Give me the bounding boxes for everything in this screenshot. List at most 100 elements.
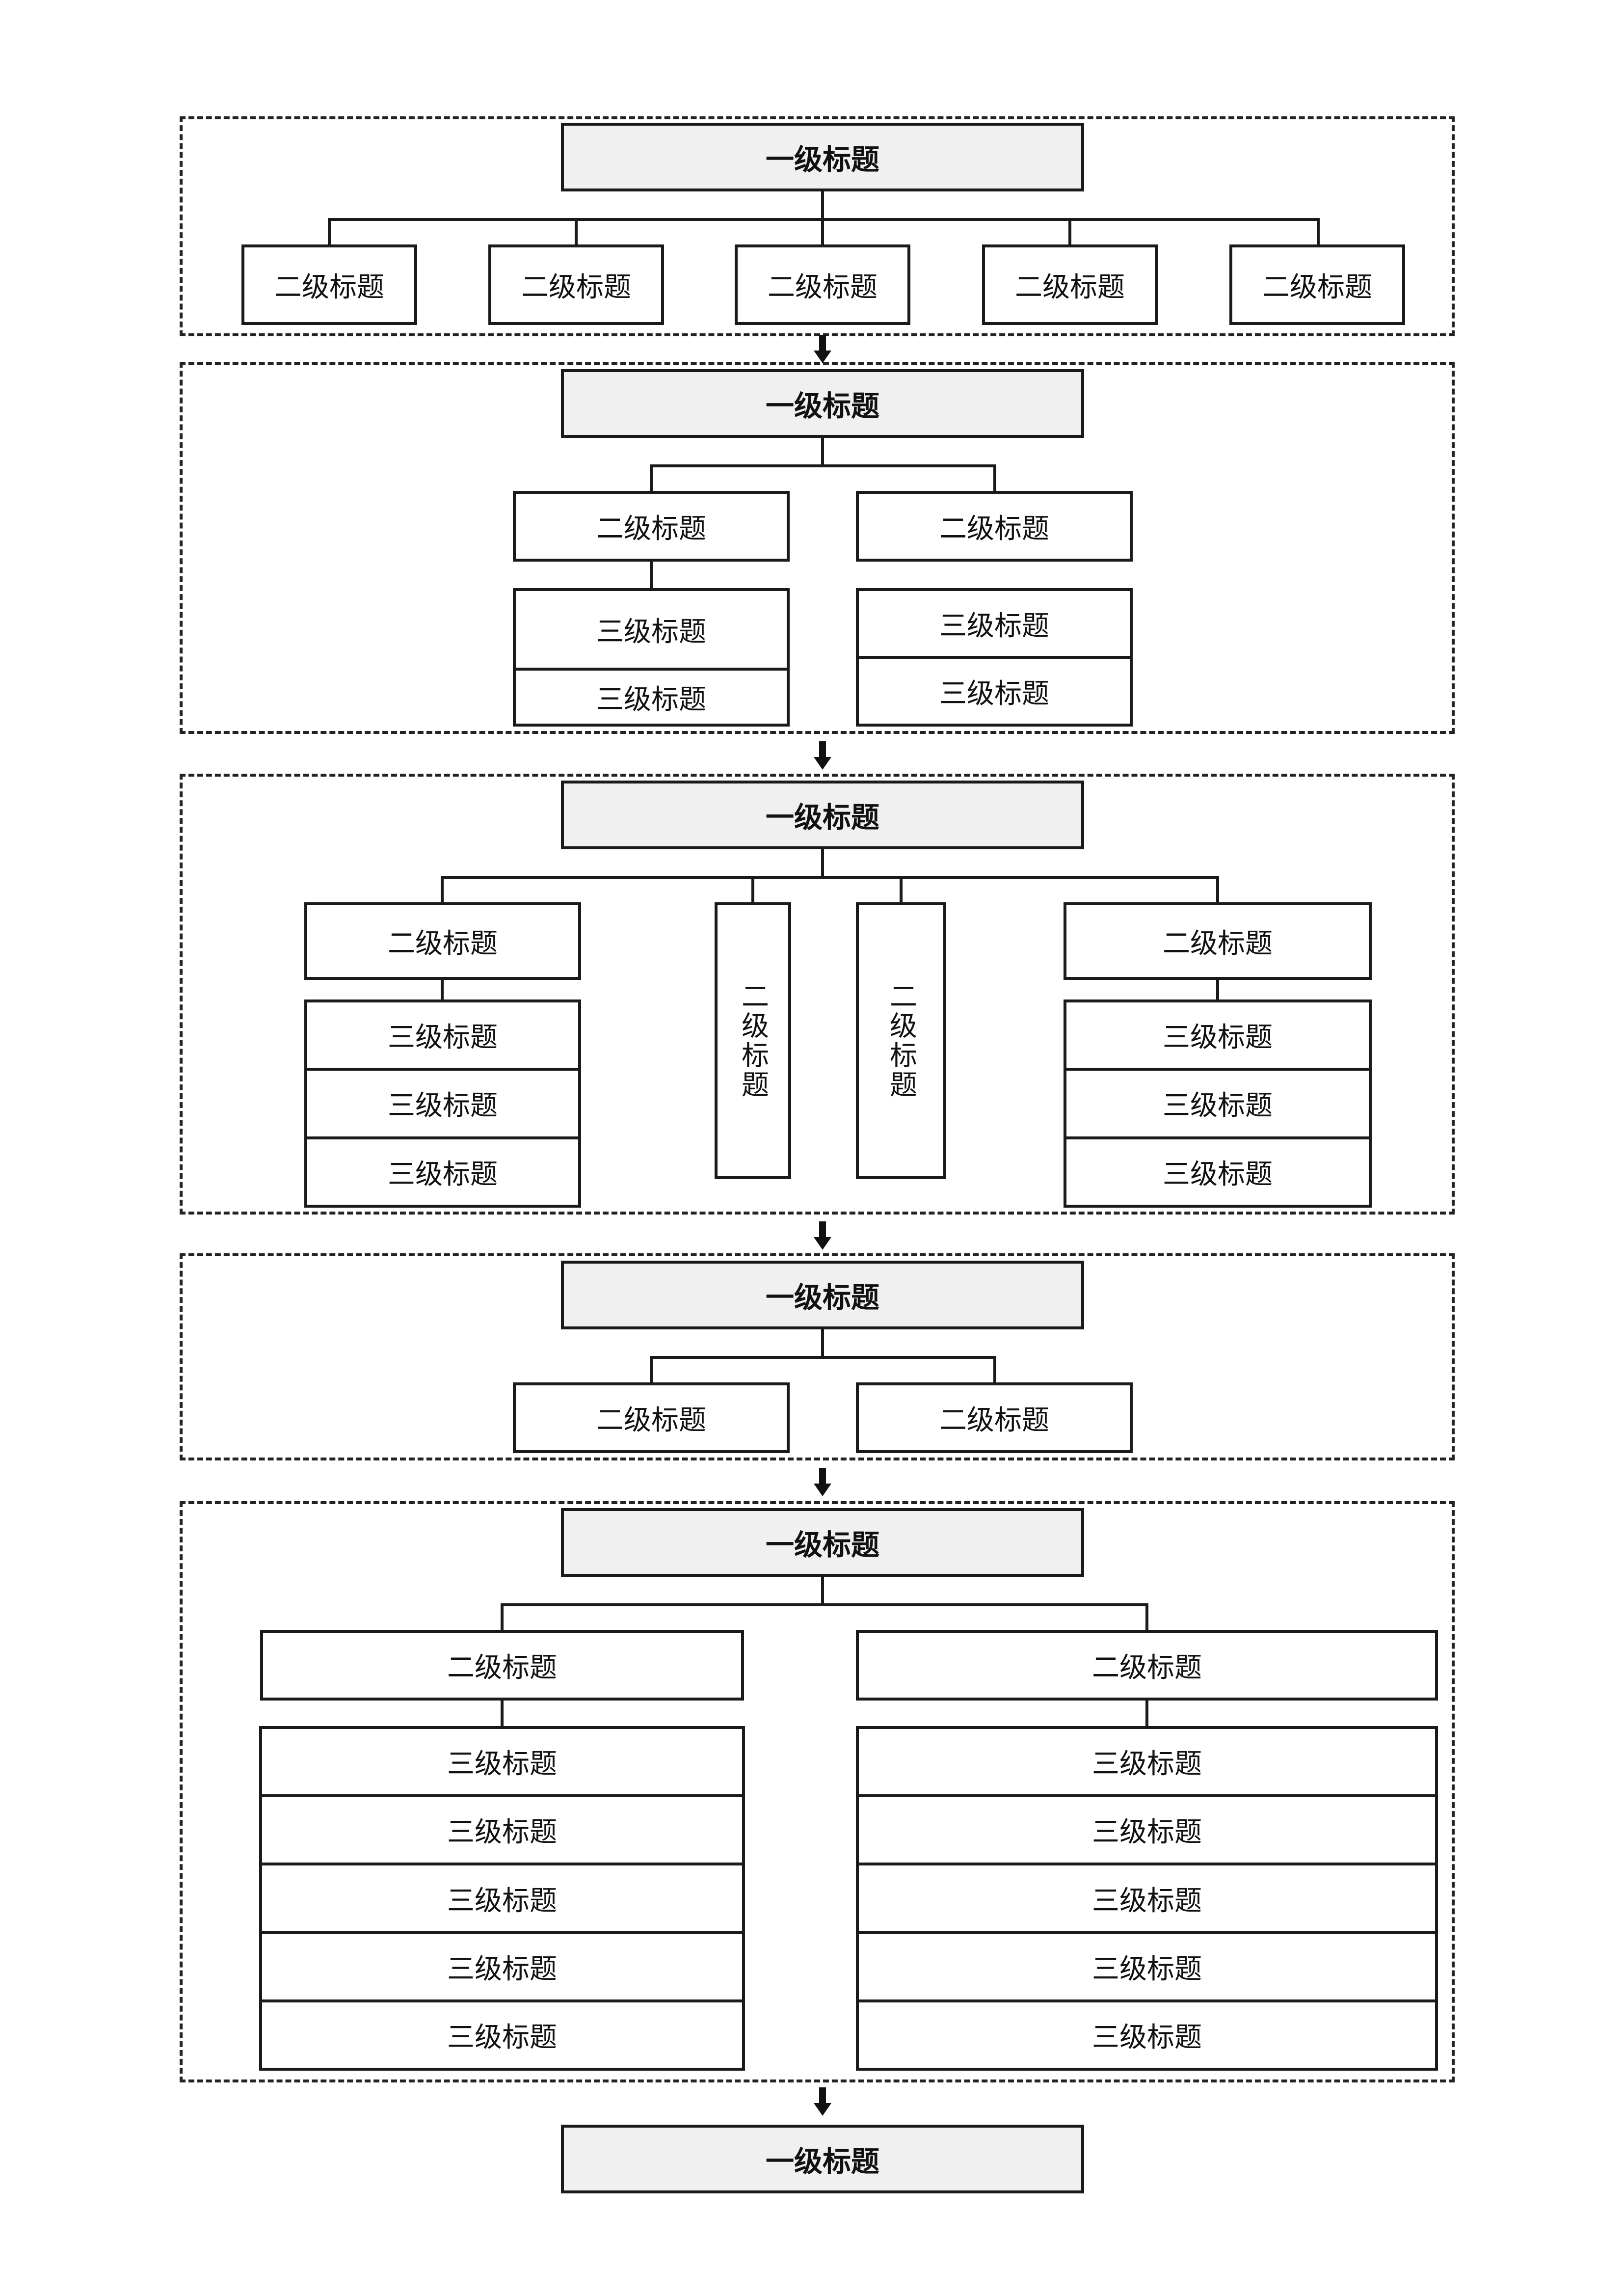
level1-box-final: 一级标题 bbox=[561, 2125, 1084, 2193]
section-1 bbox=[180, 116, 1455, 336]
connector bbox=[821, 438, 824, 466]
level1-box: 一级标题 bbox=[561, 123, 1084, 191]
connector bbox=[1068, 218, 1071, 245]
level2-vertical-box: 二级标题 bbox=[856, 902, 946, 1179]
connector bbox=[1145, 1701, 1148, 1728]
section-4 bbox=[180, 1253, 1455, 1460]
level1-label: 一级标题 bbox=[765, 1528, 879, 1562]
level3-item: 三级标题 bbox=[388, 1022, 498, 1054]
connector bbox=[821, 1329, 824, 1357]
connector bbox=[1216, 980, 1219, 1000]
level3-item: 三级标题 bbox=[447, 1748, 557, 1781]
down-arrow-icon bbox=[814, 1468, 831, 1496]
connector bbox=[575, 218, 578, 245]
level3-item: 三级标题 bbox=[262, 1794, 742, 1863]
level2-label: 二级标题 bbox=[274, 271, 384, 303]
connector bbox=[821, 849, 824, 877]
connector bbox=[993, 464, 996, 492]
connector bbox=[328, 218, 331, 245]
level2-box: 二级标题 bbox=[513, 491, 790, 562]
level1-label: 一级标题 bbox=[765, 2145, 879, 2178]
level1-box: 一级标题 bbox=[561, 1508, 1084, 1577]
level3-list: 三级标题 三级标题 三级标题 三级标题 三级标题 bbox=[259, 1726, 745, 2071]
connector bbox=[821, 218, 824, 245]
section-5 bbox=[180, 1501, 1455, 2082]
level3-item: 三级标题 bbox=[262, 1931, 742, 1999]
level2-label: 二级标题 bbox=[737, 982, 769, 1100]
level3-list: 三级标题 三级标题 bbox=[513, 588, 790, 727]
level2-box: 二级标题 bbox=[856, 1382, 1133, 1453]
level1-box: 一级标题 bbox=[561, 781, 1084, 849]
level1-label: 一级标题 bbox=[765, 143, 879, 176]
level3-item: 三级标题 bbox=[859, 656, 1130, 724]
level2-box: 二级标题 bbox=[982, 244, 1158, 325]
section-3 bbox=[180, 774, 1455, 1215]
level2-label: 二级标题 bbox=[447, 1651, 557, 1684]
connector bbox=[1145, 1603, 1148, 1631]
connector bbox=[650, 464, 996, 467]
level3-item: 三级标题 bbox=[859, 1794, 1435, 1863]
connector bbox=[650, 1356, 996, 1359]
level3-item: 三级标题 bbox=[1066, 1136, 1369, 1205]
level3-list: 三级标题 三级标题 三级标题 bbox=[304, 999, 581, 1208]
level2-label: 二级标题 bbox=[521, 271, 631, 303]
section-2 bbox=[180, 362, 1455, 734]
level2-box: 二级标题 bbox=[1229, 244, 1405, 325]
level3-item: 三级标题 bbox=[516, 668, 787, 724]
level2-box: 二级标题 bbox=[1064, 902, 1372, 980]
connector bbox=[501, 1603, 1148, 1606]
level3-item: 三级标题 bbox=[859, 1931, 1435, 1999]
level3-list: 三级标题 三级标题 三级标题 三级标题 三级标题 bbox=[856, 1726, 1438, 2071]
level2-label: 二级标题 bbox=[596, 513, 706, 545]
level1-box: 一级标题 bbox=[561, 369, 1084, 438]
level2-label: 二级标题 bbox=[388, 927, 498, 960]
level2-label: 二级标题 bbox=[939, 1404, 1049, 1436]
level2-box: 二级标题 bbox=[856, 1630, 1438, 1701]
level2-box: 二级标题 bbox=[513, 1382, 790, 1453]
level2-label: 二级标题 bbox=[1015, 271, 1125, 303]
connector bbox=[650, 562, 653, 589]
level3-list: 三级标题 三级标题 bbox=[856, 588, 1133, 727]
down-arrow-icon bbox=[814, 335, 831, 363]
down-arrow-icon bbox=[814, 1221, 831, 1250]
level1-label: 一级标题 bbox=[765, 389, 879, 423]
level2-box: 二级标题 bbox=[856, 491, 1133, 562]
connector bbox=[821, 1577, 824, 1605]
level1-box: 一级标题 bbox=[561, 1261, 1084, 1329]
level3-item: 三级标题 bbox=[262, 1863, 742, 1931]
connector bbox=[751, 876, 754, 903]
level3-item: 三级标题 bbox=[1066, 1068, 1369, 1136]
level3-item: 三级标题 bbox=[307, 1136, 578, 1205]
connector bbox=[993, 1356, 996, 1383]
level2-label: 二级标题 bbox=[939, 513, 1049, 545]
level3-item: 三级标题 bbox=[1092, 1748, 1202, 1781]
connector bbox=[441, 876, 1219, 879]
down-arrow-icon bbox=[814, 2087, 831, 2116]
connector bbox=[900, 876, 903, 903]
connector bbox=[1317, 218, 1320, 245]
level3-item: 三级标题 bbox=[1163, 1022, 1273, 1054]
connector bbox=[1216, 876, 1219, 903]
level3-item: 三级标题 bbox=[859, 1999, 1435, 2068]
level2-vertical-box: 二级标题 bbox=[715, 902, 791, 1179]
connector bbox=[441, 980, 444, 1000]
connector bbox=[441, 876, 444, 903]
level3-item: 三级标题 bbox=[262, 1999, 742, 2068]
down-arrow-icon bbox=[814, 741, 831, 770]
level3-item: 三级标题 bbox=[596, 616, 706, 648]
level2-label: 二级标题 bbox=[768, 271, 878, 303]
level3-item: 三级标题 bbox=[939, 610, 1049, 642]
level2-label: 二级标题 bbox=[1163, 927, 1273, 960]
level1-label: 一级标题 bbox=[765, 1281, 879, 1314]
level2-box: 二级标题 bbox=[735, 244, 910, 325]
level2-label: 二级标题 bbox=[1092, 1651, 1202, 1684]
level2-label: 二级标题 bbox=[1262, 271, 1372, 303]
level3-list: 三级标题 三级标题 三级标题 bbox=[1064, 999, 1372, 1208]
level2-box: 二级标题 bbox=[304, 902, 581, 980]
connector bbox=[650, 464, 653, 492]
level2-box: 二级标题 bbox=[488, 244, 664, 325]
connector bbox=[821, 191, 824, 219]
connector bbox=[501, 1701, 504, 1728]
level3-item: 三级标题 bbox=[859, 1863, 1435, 1931]
level1-label: 一级标题 bbox=[765, 801, 879, 834]
